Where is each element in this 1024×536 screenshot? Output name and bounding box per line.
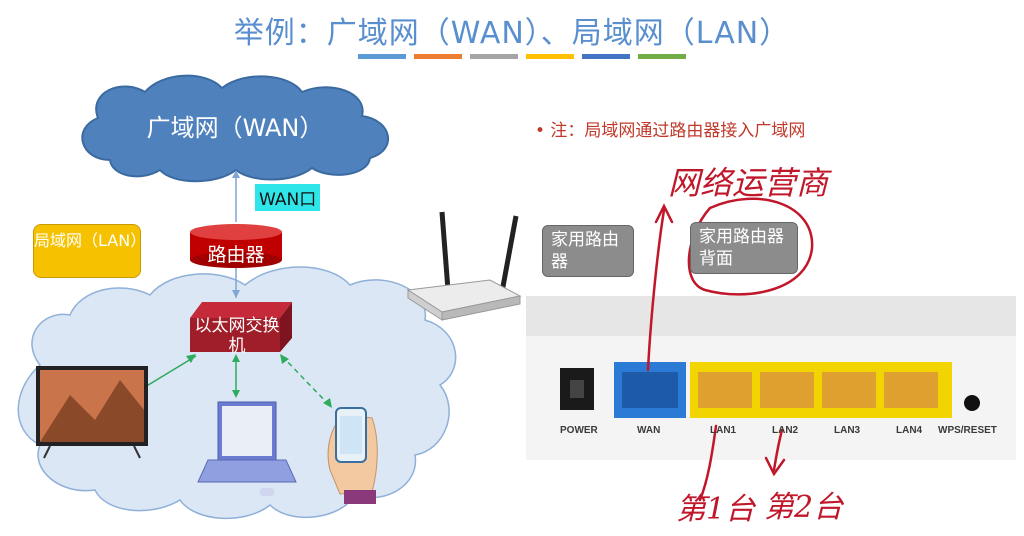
port-label-wps-reset: WPS/RESET (938, 425, 997, 436)
port-label-lan4: LAN4 (896, 425, 923, 436)
router-back-photo (526, 296, 1016, 460)
note-text: • 注：局域网通过路由器接入广域网 (535, 121, 806, 141)
phone-icon (327, 407, 378, 504)
router-back-callout: 家用路由器背面 (690, 222, 798, 274)
port-label-lan2: LAN2 (772, 425, 799, 436)
router-icon (190, 224, 282, 268)
wifi-router-icon (406, 211, 522, 321)
handwriting-second: 第2台 (764, 490, 844, 525)
port-label-lan3: LAN3 (834, 425, 861, 436)
port-label-lan1: LAN1 (710, 425, 737, 436)
lan-callout: 局域网（LAN） (33, 224, 146, 278)
link-phone (281, 355, 331, 407)
wan-cloud (81, 74, 389, 183)
wan-cloud-label: 广域网（WAN） (146, 114, 324, 142)
switch-label: 以太网交换机 (194, 316, 280, 356)
laptop-icon (197, 401, 297, 496)
wan-port-label: WAN口 (255, 184, 321, 211)
handwriting-isp: 网络运营商 (668, 164, 829, 202)
handwriting-first: 第1台 (676, 492, 756, 527)
accent-bar-green (638, 54, 686, 59)
accent-bars (358, 54, 686, 59)
home-router-callout: 家用路由器 (542, 225, 634, 277)
port-label-power: POWER (560, 425, 598, 436)
accent-bar-blue (358, 54, 406, 59)
accent-bar-gray (470, 54, 518, 59)
accent-bar-yellow (526, 54, 574, 59)
tv-icon (36, 366, 148, 459)
port-label-wan: WAN (637, 425, 661, 436)
slide-title: 举例：广域网（WAN）、局域网（LAN） (233, 16, 791, 51)
accent-bar-darkblue (582, 54, 630, 59)
link-tv (139, 355, 197, 391)
handwriting-annotations (646, 197, 814, 502)
router-label: 路由器 (207, 244, 265, 266)
accent-bar-orange (414, 54, 462, 59)
switch-icon (190, 302, 292, 352)
